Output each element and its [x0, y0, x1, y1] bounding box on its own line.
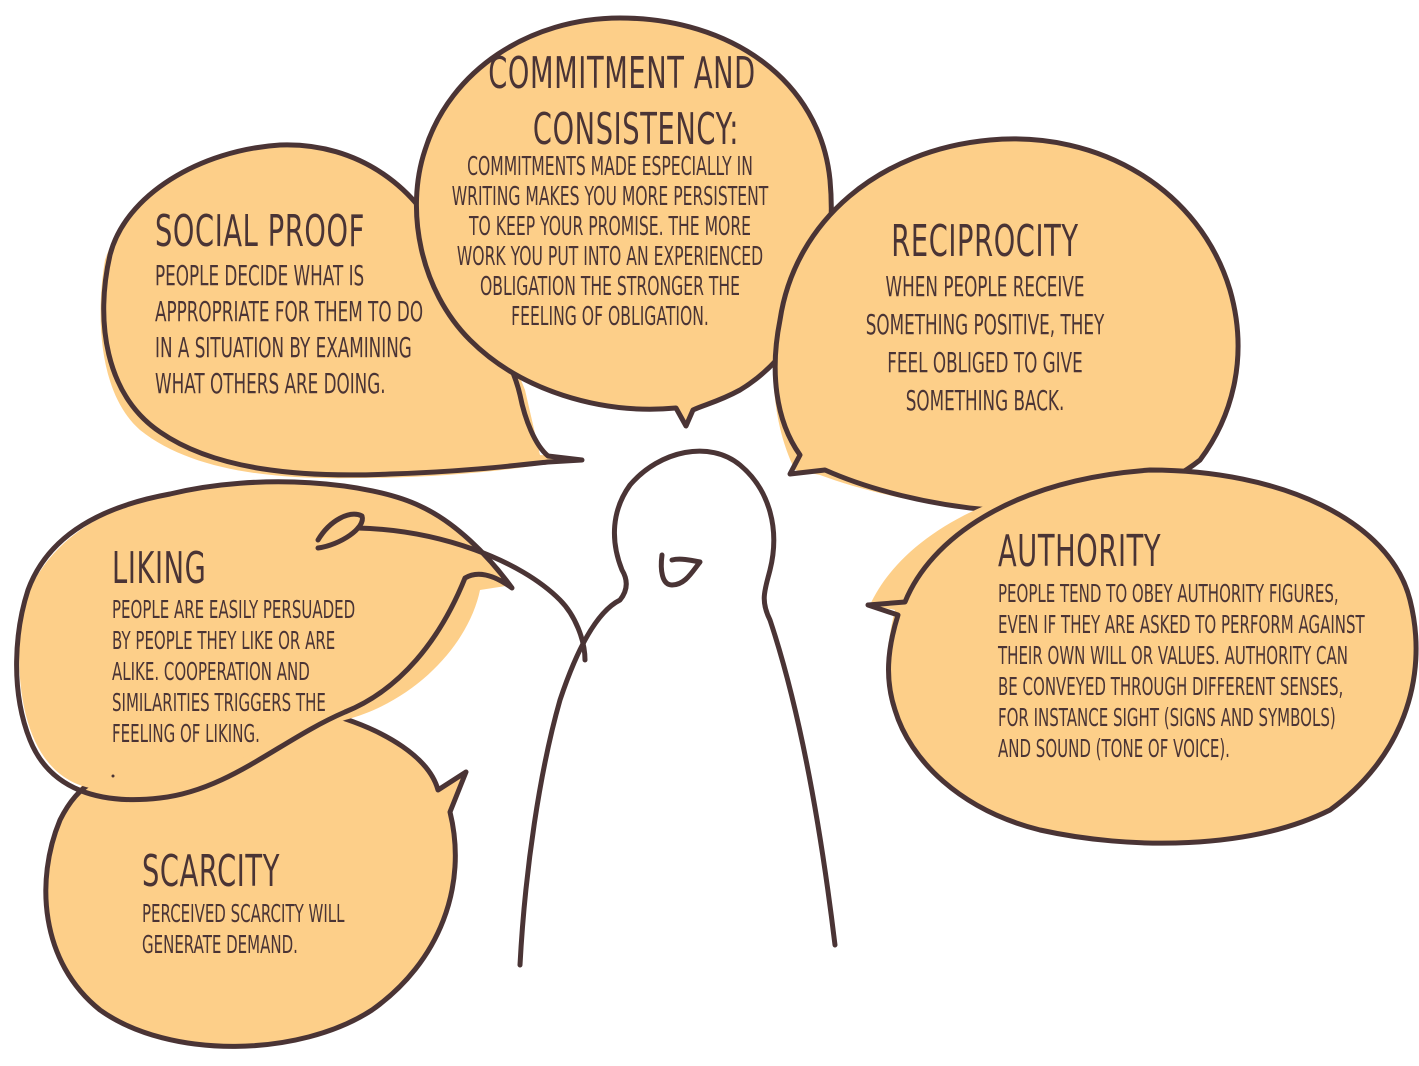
commitment-line-5: obligation the stronger the: [479, 272, 741, 302]
authority-line-4: be conveyed through different senses,: [998, 672, 1344, 701]
social-proof-line-4: what others are doing.: [155, 367, 386, 400]
social-proof-body: People decide what is appropriate for th…: [155, 258, 423, 402]
authority-line-6: and sound (tone of voice).: [998, 734, 1230, 763]
commitment-line-4: work you put into an experienced: [456, 242, 764, 272]
commitment-line-6: feeling of obligation.: [511, 302, 709, 332]
authority-title: Authority: [998, 526, 1162, 577]
liking-line-2: by people they like or are: [112, 626, 336, 655]
reciprocity-line-1: When people receive: [885, 270, 1085, 303]
authority-body: People tend to obey authority figures, e…: [998, 578, 1365, 764]
reciprocity-body: When people receive something positive, …: [835, 268, 1135, 420]
commitment-line-1: Commitments made especially in: [467, 152, 753, 182]
liking-line-3: alike. Cooperation and: [112, 657, 310, 686]
stray-dot: [111, 774, 115, 778]
commitment-line-3: to keep your promise. The more: [468, 212, 752, 242]
scarcity-body: Perceived scarcity will generate demand.: [142, 898, 345, 960]
commitment-body: Commitments made especially in writing m…: [424, 152, 796, 332]
bubble-liking: [14, 479, 588, 803]
authority-line-3: their own will or values. Authority can: [998, 641, 1348, 670]
reciprocity-title: Reciprocity: [891, 216, 1079, 267]
liking-line-1: People are easily persuaded: [112, 595, 356, 624]
bubble-authority: [865, 467, 1419, 846]
scarcity-line-2: generate demand.: [142, 930, 298, 959]
authority-line-1: People tend to obey authority figures,: [998, 579, 1339, 608]
scarcity-line-1: Perceived scarcity will: [142, 899, 345, 928]
commitment-line-2: writing makes you more persistent: [451, 182, 769, 212]
liking-line-4: similarities triggers the: [112, 688, 326, 717]
reciprocity-line-3: feel obliged to give: [887, 346, 1083, 379]
reciprocity-line-2: something positive, they: [865, 308, 1105, 341]
commitment-title-line1: Commitment and: [488, 48, 756, 99]
bubble-scarcity: [43, 709, 469, 1049]
social-proof-line-3: in a situation by examining: [155, 331, 412, 364]
reciprocity-line-4: something back.: [905, 384, 1065, 417]
authority-line-5: for instance sight (signs and symbols): [998, 703, 1336, 732]
liking-title: Liking: [112, 543, 207, 594]
bubble-commitment: [413, 15, 834, 429]
social-proof-line-2: appropriate for them to do: [155, 295, 424, 328]
authority-line-2: even if they are asked to perform agains…: [998, 610, 1365, 639]
social-proof-title: Social Proof: [155, 206, 365, 257]
scarcity-title: Scarcity: [142, 846, 281, 897]
social-proof-line-1: People decide what is: [155, 259, 365, 292]
liking-line-5: feeling of liking.: [112, 719, 260, 748]
liking-body: People are easily persuaded by people th…: [112, 594, 355, 749]
person-figure: [517, 448, 838, 968]
commitment-title-line2: consistency:: [532, 104, 740, 155]
